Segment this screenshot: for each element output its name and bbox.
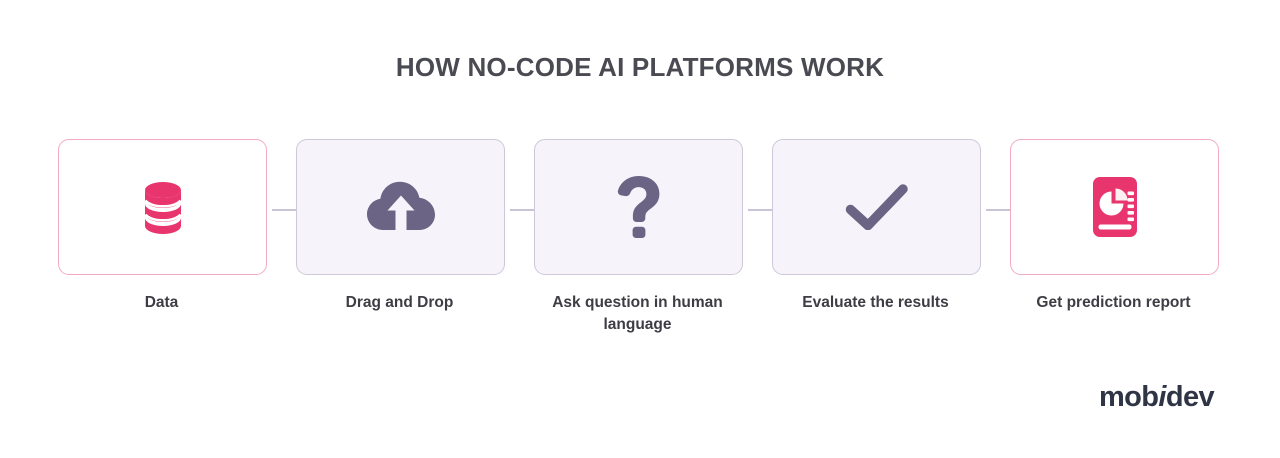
process-flow-diagram	[57, 139, 1223, 281]
step-label-drag-and-drop: Drag and Drop	[345, 294, 454, 311]
question-mark-icon	[616, 176, 662, 238]
step-card-ask-question	[534, 139, 743, 275]
step-card-prediction-report	[1010, 139, 1219, 275]
checkmark-icon	[845, 184, 909, 230]
connector-line-1	[272, 209, 304, 211]
step-label-data: Data	[144, 294, 179, 311]
database-icon	[139, 179, 187, 235]
step-label-prediction-report: Get prediction report	[1036, 294, 1191, 311]
step-label-evaluate-results: Evaluate the results	[802, 294, 949, 311]
logo-text-part1: mob	[1098, 381, 1159, 413]
mobidev-logo: mobidev	[1098, 381, 1215, 414]
connector-line-3	[748, 209, 780, 211]
step-card-drag-and-drop	[296, 139, 505, 275]
connector-line-2	[510, 209, 542, 211]
cloud-upload-icon	[366, 180, 435, 234]
step-labels: Data Drag and Drop Ask question in human…	[57, 292, 1223, 337]
logo-text-part2: i	[1158, 381, 1166, 413]
step-label-ask-question: Ask question in human language	[552, 294, 723, 334]
page-title: HOW NO-CODE AI PLATFORMS WORK	[395, 52, 885, 82]
connector-line-4	[986, 209, 1018, 211]
report-chart-icon	[1089, 177, 1141, 237]
step-card-evaluate-results	[772, 139, 981, 275]
step-card-data	[58, 139, 267, 275]
logo-text-part3: dev	[1165, 381, 1215, 413]
